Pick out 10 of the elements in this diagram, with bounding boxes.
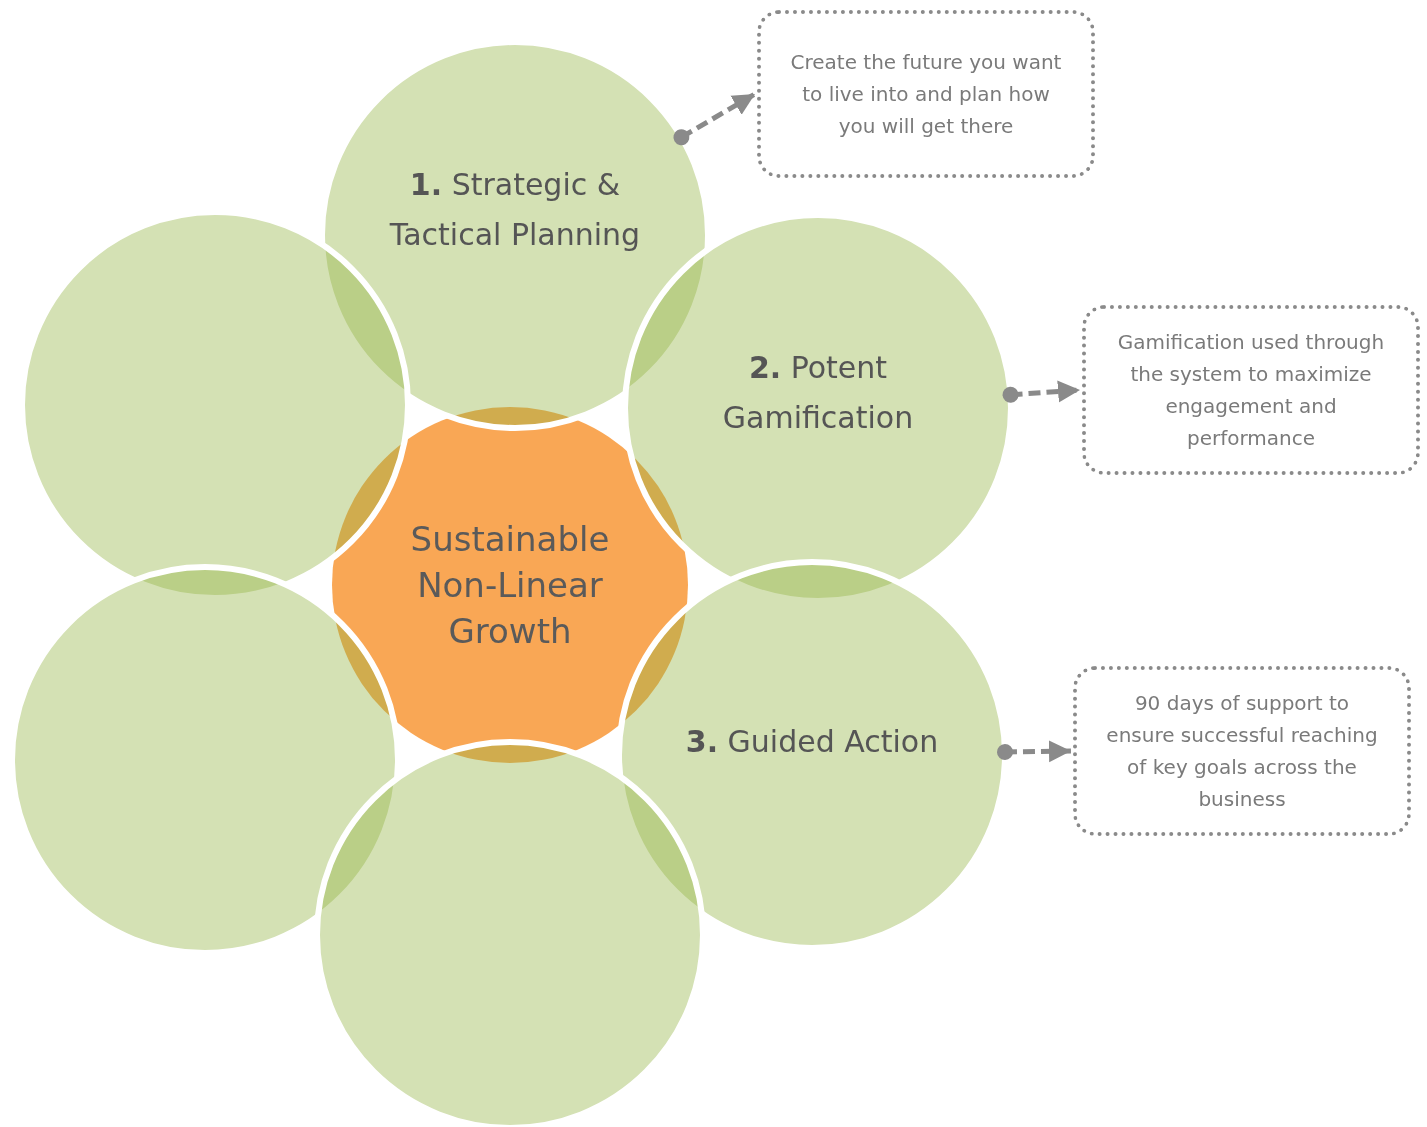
arrow [1002, 380, 1081, 403]
hub-label: Sustainable Non-Linear Growth [409, 518, 611, 653]
arrow [997, 740, 1072, 763]
circle-label: 1. Strategic & Tactical Planning [388, 166, 642, 254]
callout-note: 90 days of support to ensure successful reaching of key goals across the business [1073, 666, 1411, 836]
arrow [673, 91, 757, 146]
callout-note: Gamification used through the system to maximize engagement and performance [1082, 305, 1420, 475]
circle-label: 3. Guided Action [684, 723, 940, 761]
callout-note: Create the future you want to live into and plan how you will get there [757, 10, 1095, 178]
circle-label: 2. Potent Gamification [721, 349, 915, 437]
